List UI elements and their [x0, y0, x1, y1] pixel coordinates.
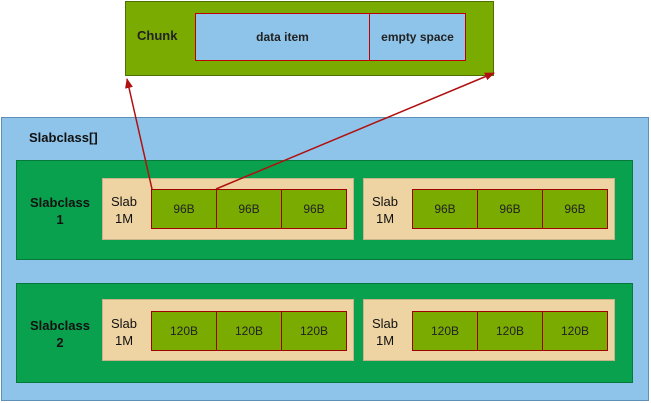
chunk-size: 96B — [564, 202, 586, 216]
slabclass-array-title: Slabclass[] — [29, 130, 98, 145]
slabclass-name: Slabclass — [30, 195, 90, 210]
chunk-size: 96B — [499, 202, 521, 216]
chunk-cell: 120B — [216, 311, 282, 351]
chunk-data-item: data item — [195, 13, 370, 61]
chunk-cell: 120B — [412, 311, 478, 351]
chunk-cell: 96B — [216, 189, 282, 229]
slab-label: Slab 1M — [102, 315, 146, 349]
chunk-size: 96B — [238, 202, 260, 216]
chunk-cell: 120B — [151, 311, 217, 351]
chunk-size: 96B — [303, 202, 325, 216]
chunk-data-item-label: data item — [256, 30, 309, 44]
chunk-cell: 96B — [542, 189, 608, 229]
slabclass-number: 2 — [56, 335, 64, 350]
chunk-cell: 96B — [477, 189, 543, 229]
slab-label-line1: Slab — [371, 194, 399, 209]
slab-label: Slab 1M — [102, 193, 146, 227]
chunk-size: 96B — [434, 202, 456, 216]
chunk-cell: 96B — [281, 189, 347, 229]
chunk-size: 120B — [495, 324, 525, 338]
chunk-size: 120B — [234, 324, 264, 338]
slabclass-name: Slabclass — [30, 318, 90, 333]
slabclass-number: 1 — [56, 212, 64, 227]
slabclass-label-2: Slabclass 2 — [19, 317, 101, 351]
slab-label: Slab 1M — [363, 193, 407, 227]
slab-label-line1: Slab — [371, 316, 399, 331]
chunk-cell: 120B — [281, 311, 347, 351]
chunk-size: 120B — [430, 324, 460, 338]
chunk-size: 120B — [560, 324, 590, 338]
slab-label-line1: Slab — [110, 316, 138, 331]
chunk-empty-space: empty space — [369, 13, 466, 61]
chunk-cell: 120B — [477, 311, 543, 351]
chunk-size: 120B — [299, 324, 329, 338]
slab-label-line2: 1M — [375, 333, 395, 348]
chunk-cell: 96B — [151, 189, 217, 229]
slab-label-line1: Slab — [110, 194, 138, 209]
slabclass-label-1: Slabclass 1 — [19, 194, 101, 228]
chunk-cell: 96B — [412, 189, 478, 229]
slab-label-line2: 1M — [114, 211, 134, 226]
arrow-to-chunk-left — [125, 78, 153, 190]
arrow-to-chunk-right — [215, 72, 495, 190]
chunk-cell: 120B — [542, 311, 608, 351]
slab-label: Slab 1M — [363, 315, 407, 349]
chunk-size: 120B — [169, 324, 199, 338]
chunk-title: Chunk — [137, 28, 178, 43]
chunk-size: 96B — [173, 202, 195, 216]
chunk-empty-space-label: empty space — [381, 30, 454, 44]
slab-label-line2: 1M — [375, 211, 395, 226]
slab-label-line2: 1M — [114, 333, 134, 348]
